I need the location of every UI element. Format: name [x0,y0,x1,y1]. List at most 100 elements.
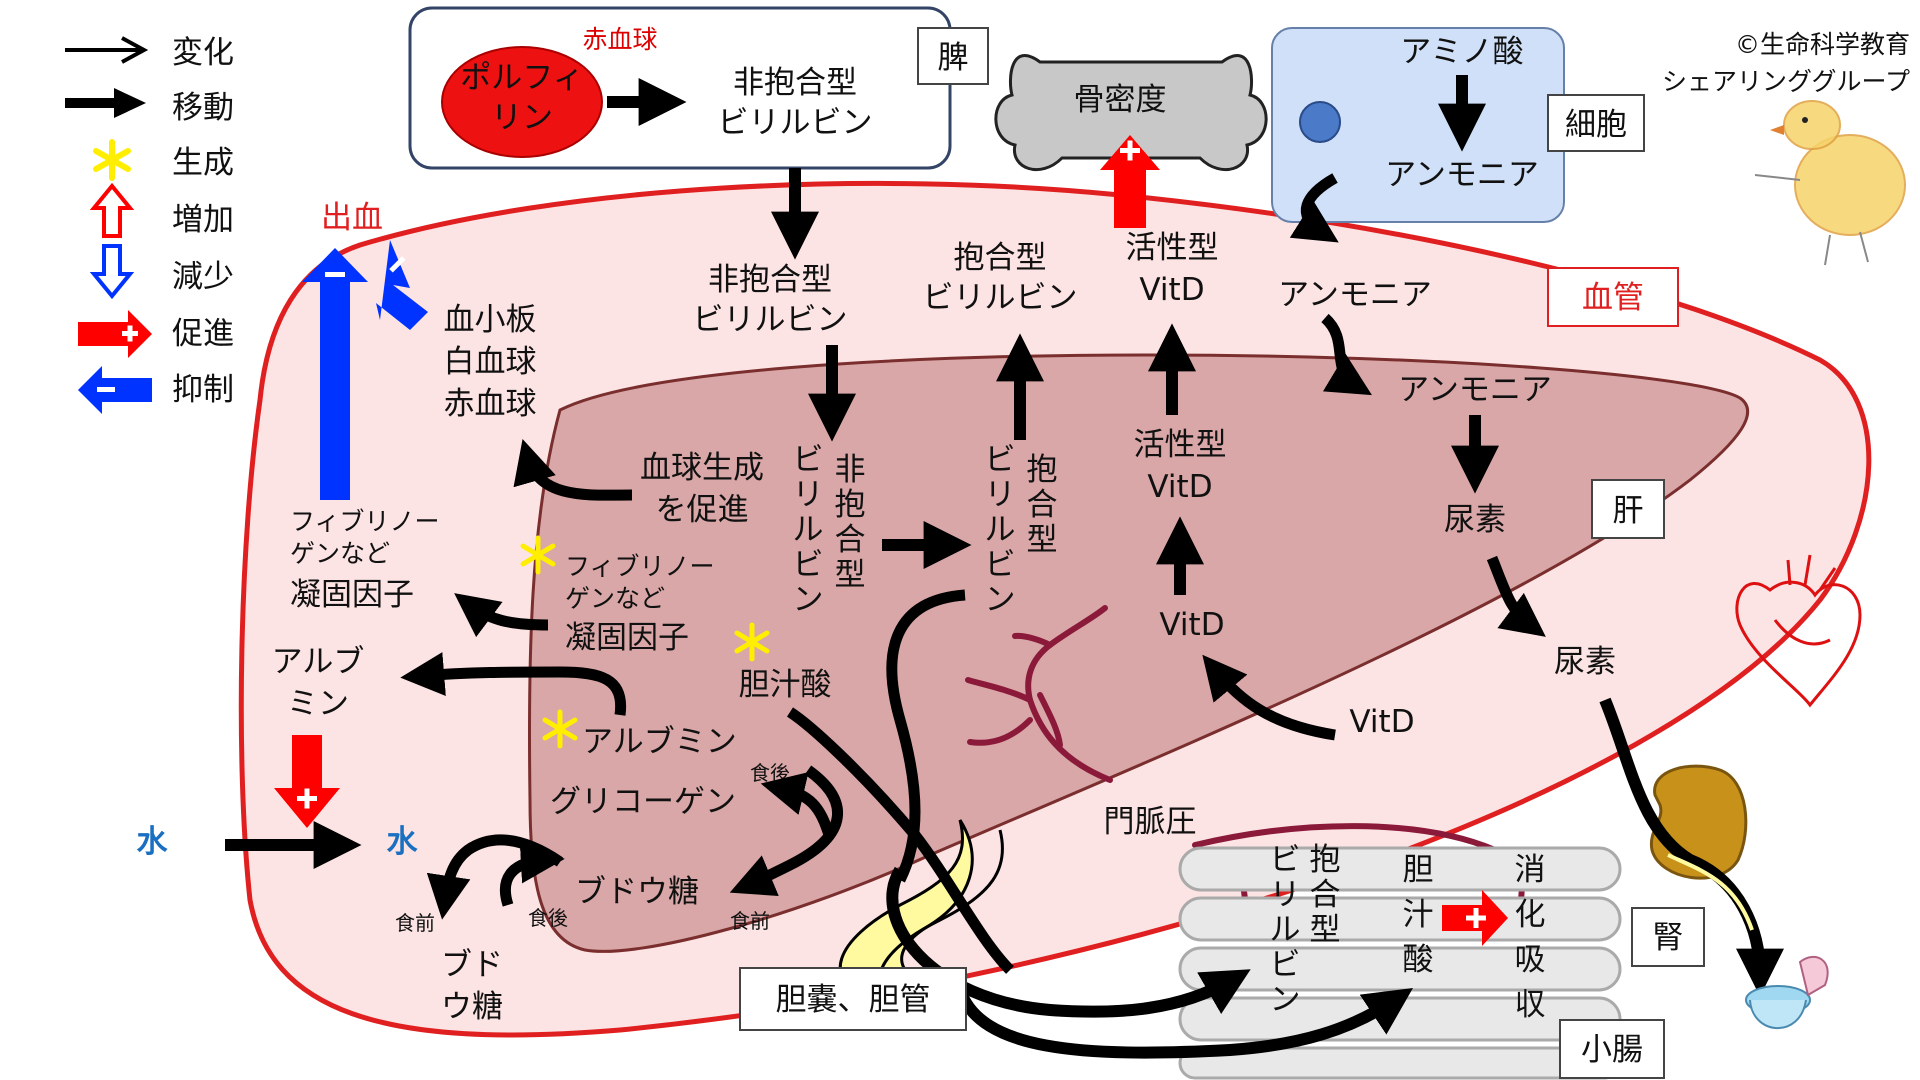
vessel-active-vitd-2: VitD [1139,272,1204,308]
vessel-urea-label: 尿素 [1554,644,1616,680]
cell-nucleus [1299,101,1341,143]
legend-label-move: 移動 [172,90,234,126]
chick-icon [1754,100,1906,266]
liver-fibrinogen-2: ゲンなど [565,584,665,613]
liver-unconj-char: 抱 [835,487,866,523]
liver-unconj-char: ル [793,512,824,548]
spleen-unconj-1: 非抱合型 [733,65,857,101]
cell-ammonia-label: アンモニア [1385,157,1539,193]
intestine-digest-char: 消 [1515,852,1546,888]
liver-unconj-char: ビ [793,442,824,478]
intestine-bile-char: 汁 [1403,897,1434,933]
inhibit-arrow-bleeding-up [302,248,368,500]
liver-unconj-vertical: 非 抱 合 型 ビ リ ル ビ ン [793,442,866,618]
vessel-conj-2: ビリルビン [923,280,1078,316]
vessel-glucose-2: ウ糖 [441,989,503,1025]
arrow-hematopoiesis [513,438,633,501]
liver-bile-acid-label: 胆汁酸 [739,667,832,703]
spleen-unconj-2: ビリルビン [718,105,873,141]
vessel-tag-label: 血管 [1582,280,1644,316]
legend-label-generate: 生成 [172,145,234,181]
legend-label-increase: 増加 [172,202,234,238]
liver-conj-char: ル [985,512,1016,548]
liver-vitd-label: VitD [1159,607,1224,643]
liver-albumin-label: アルブミン [582,724,737,760]
liver-unconj-char: 合 [835,522,866,558]
porphyrin-label-2: リン [491,100,553,136]
liver-conj-char: ン [985,582,1016,618]
bleeding-label: 出血 [321,200,383,236]
legend-label-change: 変化 [172,35,234,71]
liver-conj-char: ビ [985,442,1016,478]
arrow-clotting-to-vessel [454,593,549,638]
blood-cells-label-1: 血小板 [444,302,537,338]
red-plus-arrow-icon [78,310,152,358]
gallbladder-tag-label: 胆嚢、胆管 [776,982,931,1018]
vessel-ammonia-label: アンモニア [1278,277,1432,313]
intestine-digest-char: 化 [1515,897,1546,933]
liver-unconj-char: リ [793,477,824,513]
bone-density-label: 骨密度 [1074,82,1167,118]
spleen-tag-label: 脾 [938,40,969,76]
down-arrow-outline-icon [89,244,135,300]
gallbladder-tag [739,967,967,1031]
intestine-conj-char: ビ [1270,947,1301,983]
arrow-glucose-in [499,839,565,907]
legend-label-promote: 促進 [172,316,234,352]
vessel-after-meal: 食後 [528,906,568,930]
cell-tag [1547,94,1645,152]
liver-conj-char: リ [985,477,1016,513]
asterisk-icon [93,139,131,181]
intestine-conj-char: ン [1270,982,1301,1018]
intestine-conj-char: リ [1270,877,1301,913]
heart-icon [1735,554,1862,708]
liver-unconj-char: ビ [793,547,824,583]
intestine-bile-vertical: 胆 汁 酸 [1403,852,1434,978]
porphyrin-blob [441,46,603,158]
liver-tag [1591,479,1665,539]
inhibit-arrow-bleeding-diag [376,240,428,330]
asterisk-bile-acid [734,622,770,662]
porphyrin-label-1: ポルフィ [460,60,583,96]
portal-pressure-label: 門脈圧 [1104,804,1197,840]
legend: 変化 移動 生成 増加 減少 促進 [65,35,234,414]
vessel-albumin-2: ミン [287,686,349,722]
liver-conj-char: 合 [1027,487,1058,523]
arrow-bilirubin-to-intestine [886,866,1251,1018]
liver-after-meal-label: 食後 [750,761,790,785]
thick-arrow-icon [65,88,146,118]
intestine-digest-vertical: 消 化 吸 収 [1515,852,1546,1023]
toilet-icon [1745,956,1829,1030]
liver-conj-vertical: 抱 合 型 ビ リ ル ビ ン [985,442,1058,618]
asterisk-albumin [542,709,578,749]
asterisk-fibrinogen [520,535,556,575]
liver-hematopoiesis-1: 血球生成 [640,450,764,486]
legend-label-decrease: 減少 [172,259,234,295]
liver-unconj-char: 型 [835,557,866,593]
spleen-tag [917,27,989,85]
thin-arrow-icon [65,36,149,64]
vessel-tag [1547,267,1679,327]
vessel-conj-1: 抱合型 [954,240,1047,276]
intestine-tag [1559,1019,1665,1079]
promote-arrow-bile-digestion [1442,890,1508,946]
small-intestine [1178,846,1622,1080]
liver-unconj-char: ン [793,582,824,618]
vessel-fibrinogen-2: ゲンなど [290,539,390,568]
intestine-conj-char: ビ [1270,842,1301,878]
liver-urea-label: 尿素 [1444,502,1506,538]
liver-active-vitd-1: 活性型 [1134,427,1227,463]
vessel-active-vitd-1: 活性型 [1126,230,1219,266]
spleen-rbc-label: 赤血球 [582,25,657,54]
up-arrow-outline-icon [89,182,135,238]
blue-minus-arrow-icon [78,366,152,414]
kidney-tag [1631,907,1705,967]
kidney-tag-label: 腎 [1653,920,1684,956]
arrow-vessel-to-liver-ammonia [1321,313,1372,396]
promote-arrow-bone [1100,135,1160,228]
cell-tag-label: 細胞 [1565,107,1627,143]
arrow-albumin-to-vessel [400,652,627,716]
ureter [1667,853,1754,931]
intestine-bile-char: 胆 [1403,852,1434,888]
